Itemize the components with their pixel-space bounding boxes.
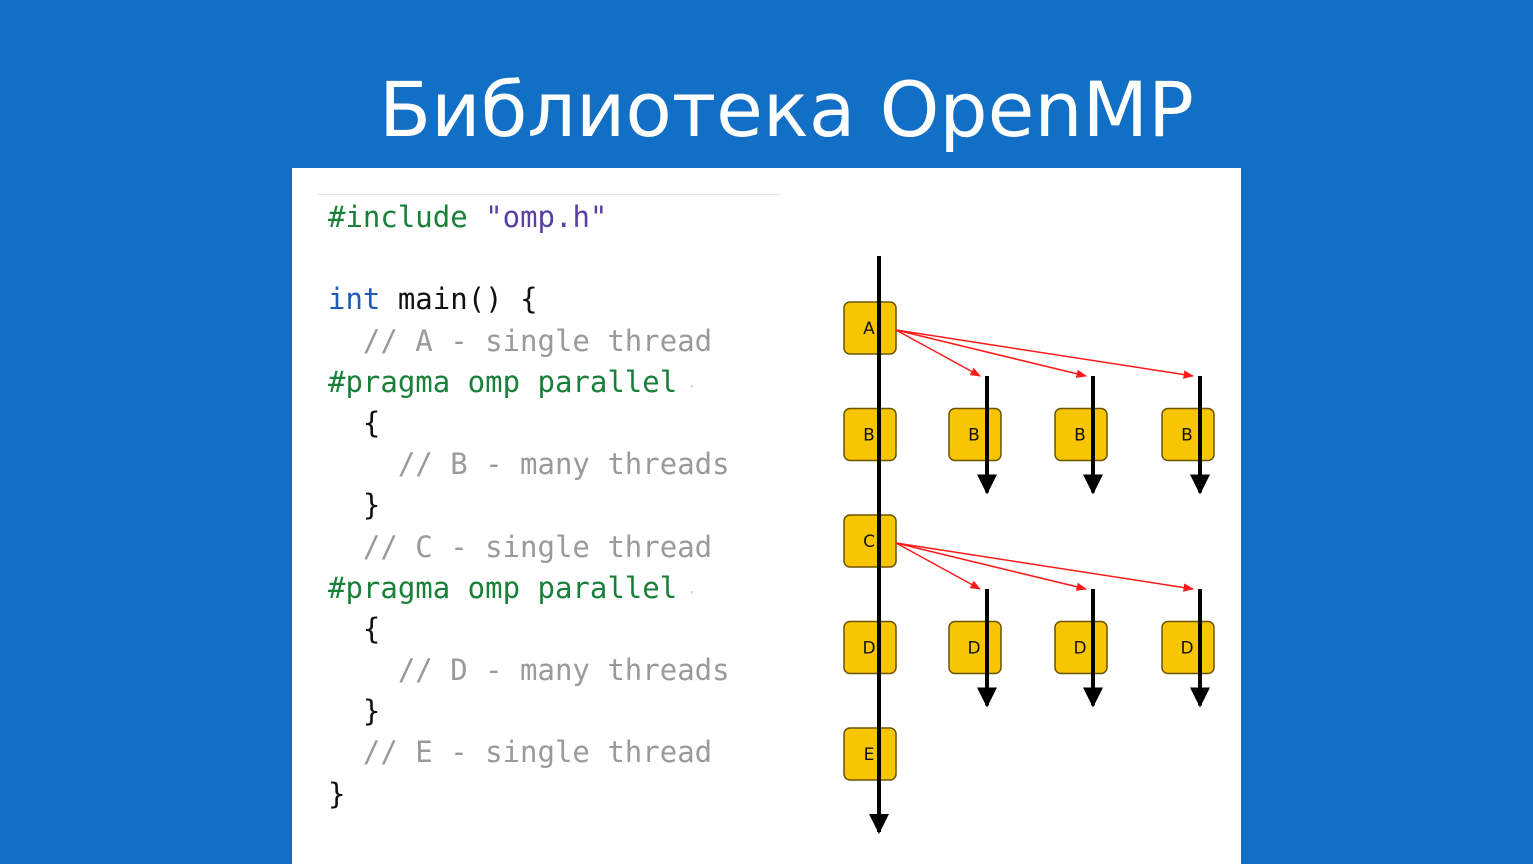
code-top-rule <box>318 194 780 195</box>
code-line: } <box>328 691 730 732</box>
code-token: "omp.h" <box>485 200 608 234</box>
worker-thread-node-label: D <box>1073 639 1086 659</box>
code-line: // E - single thread <box>328 732 730 773</box>
code-line: { <box>328 609 730 650</box>
code-line: } <box>328 485 730 526</box>
code-token: // D - many threads <box>328 653 730 688</box>
code-token: // A - single thread <box>328 323 713 358</box>
main-thread-node <box>843 407 897 462</box>
fork-arrow <box>895 329 1088 378</box>
code-token: #include <box>328 200 468 234</box>
code-token: { <box>328 405 381 440</box>
main-thread-node-label: B <box>863 426 875 446</box>
main-thread-node <box>843 514 897 568</box>
code-listing: #include "omp.h" int main() { // A - sin… <box>328 197 730 815</box>
openmp-figure: #include "omp.h" int main() { // A - sin… <box>292 168 1241 864</box>
fork-arrow <box>895 542 981 590</box>
code-token: // B - many threads <box>328 447 730 482</box>
main-thread-node-label: E <box>864 745 875 765</box>
code-line: // D - many threads <box>328 650 730 691</box>
code-line: // C - single thread <box>328 527 730 568</box>
trailing-dot: · <box>677 376 697 396</box>
code-line: #include "omp.h" <box>328 197 730 238</box>
code-token: // E - single thread <box>328 735 713 770</box>
code-token: } <box>328 694 381 729</box>
worker-thread-node-label: D <box>967 639 980 659</box>
fork-arrow <box>895 542 1088 591</box>
main-thread-node <box>843 620 897 675</box>
code-line: // A - single thread <box>328 321 730 362</box>
code-token: } <box>328 776 346 811</box>
code-line: } <box>328 774 730 815</box>
worker-thread-node-label: B <box>1181 426 1193 446</box>
code-line: #pragma omp parallel · <box>328 362 730 403</box>
code-line: { <box>328 403 730 444</box>
worker-thread-node-label: B <box>968 426 980 446</box>
code-line: // B - many threads <box>328 444 730 485</box>
main-thread-node <box>843 727 897 781</box>
code-line: int main() { <box>328 279 730 320</box>
worker-thread-node-label: B <box>1074 426 1086 446</box>
fork-arrow <box>895 329 1195 379</box>
code-token: #pragma omp parallel <box>328 570 678 605</box>
code-token: #pragma omp parallel <box>328 364 678 399</box>
worker-thread-node-label: D <box>1180 639 1193 659</box>
main-thread-node-label: D <box>862 639 875 659</box>
fork-arrow <box>895 542 1195 592</box>
fork-join-diagram: A B C D E B B B D D D <box>843 256 1215 834</box>
main-thread-node <box>843 301 897 355</box>
slide-title: Библиотека OpenMP <box>379 65 1194 154</box>
code-line: #pragma omp parallel · <box>328 568 730 609</box>
code-token: } <box>328 488 381 523</box>
code-token: // C - single thread <box>328 529 713 564</box>
main-thread-node-label: A <box>863 319 875 339</box>
fork-arrow <box>895 329 981 377</box>
code-token: int <box>328 282 381 317</box>
code-token: { <box>328 611 381 646</box>
trailing-dot: · <box>677 582 697 602</box>
main-thread-node-label: C <box>863 532 875 552</box>
code-token: main() { <box>380 282 538 317</box>
